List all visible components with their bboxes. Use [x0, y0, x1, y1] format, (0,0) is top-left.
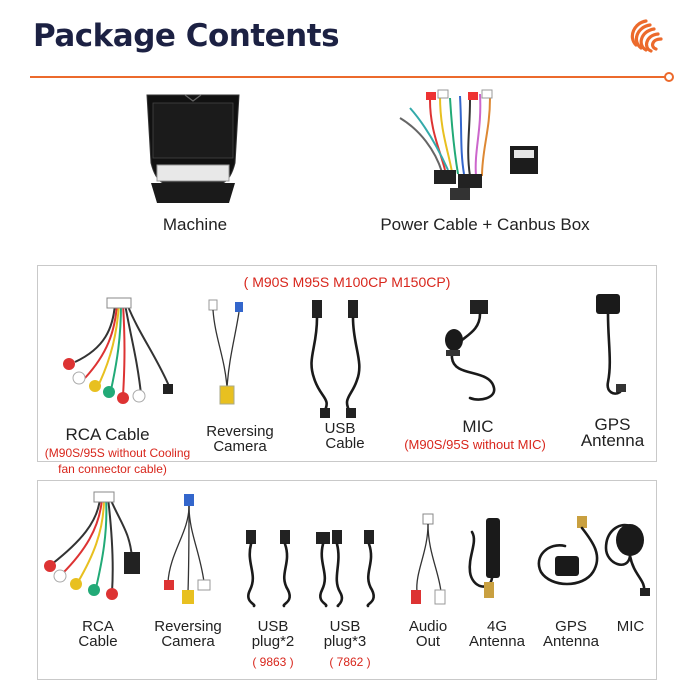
4g-antenna-image — [468, 518, 500, 598]
mic-note: (M90S/95S without MIC) — [404, 437, 546, 452]
4g-antenna-label-1: 4G — [486, 618, 507, 635]
page-title: Package Contents — [33, 18, 340, 54]
reversing-camera-label-2: Camera — [213, 438, 267, 455]
audio-out-image — [411, 513, 446, 605]
audio-out-label-2: Out — [415, 633, 441, 650]
usb-plug-3-label-1: USB — [329, 618, 361, 635]
rca-cable-note-2: fan connector cable) — [58, 462, 167, 476]
machine-label: Machine — [162, 215, 228, 234]
4g-antenna-label-2: Antenna — [469, 633, 525, 650]
usb-plug-2-note: ( 9863 ) — [252, 655, 294, 669]
reversing-camera-2-label-2: Camera — [161, 633, 215, 650]
gps-antenna-label-2: Antenna — [580, 431, 645, 450]
mic-label: MIC — [462, 417, 494, 436]
audio-out-label-1: Audio — [408, 618, 448, 635]
package-box-accessories — [37, 480, 657, 680]
mic-image — [445, 300, 496, 401]
box1-model-note: ( M90S M95S M100CP M150CP) — [243, 274, 451, 290]
usb-cable-label-1: USB — [324, 420, 356, 437]
usb-plug-2-label-2: plug*2 — [251, 633, 295, 650]
reversing-camera-cable-image — [208, 299, 243, 405]
reversing-camera-label-1: Reversing — [206, 423, 274, 440]
rca-cable-2-image — [44, 491, 140, 600]
reversing-camera-2-image — [164, 494, 211, 604]
rca-cable-label: RCA Cable — [65, 425, 150, 444]
rca-cable-image — [63, 297, 173, 404]
gps-antenna-2-label-2: Antenna — [543, 633, 599, 650]
power-cable-label: Power Cable + Canbus Box — [380, 215, 590, 234]
mic-2-image — [604, 523, 650, 596]
gps-antenna-2-image — [537, 516, 599, 586]
header-divider-dot — [664, 72, 674, 82]
usb-cable-label-2: Cable — [325, 435, 365, 452]
usb-plug-3-image — [316, 530, 375, 608]
rca-cable-note-1: (M90S/95S without Cooling — [44, 446, 191, 460]
brand-logo-icon — [630, 19, 663, 53]
gps-antenna-label-1: GPS — [594, 415, 631, 434]
reversing-camera-2-label-1: Reversing — [154, 618, 222, 635]
usb-plug-3-note: ( 7862 ) — [329, 655, 371, 669]
package-box-m-series — [37, 265, 657, 462]
rca-cable-2-label-1: RCA — [82, 618, 114, 635]
mic-2-label: MIC — [616, 618, 645, 635]
usb-plug-2-label-1: USB — [257, 618, 289, 635]
usb-cable-image — [310, 300, 361, 418]
gps-antenna-2-label-1: GPS — [555, 618, 587, 635]
rca-cable-2-label-2: Cable — [78, 633, 118, 650]
header-divider — [30, 76, 670, 78]
gps-antenna-image — [596, 294, 626, 395]
usb-plug-3-label-2: plug*3 — [323, 633, 367, 650]
machine-image — [146, 94, 240, 203]
usb-plug-2-image — [246, 530, 291, 608]
power-cable-image — [399, 89, 538, 200]
